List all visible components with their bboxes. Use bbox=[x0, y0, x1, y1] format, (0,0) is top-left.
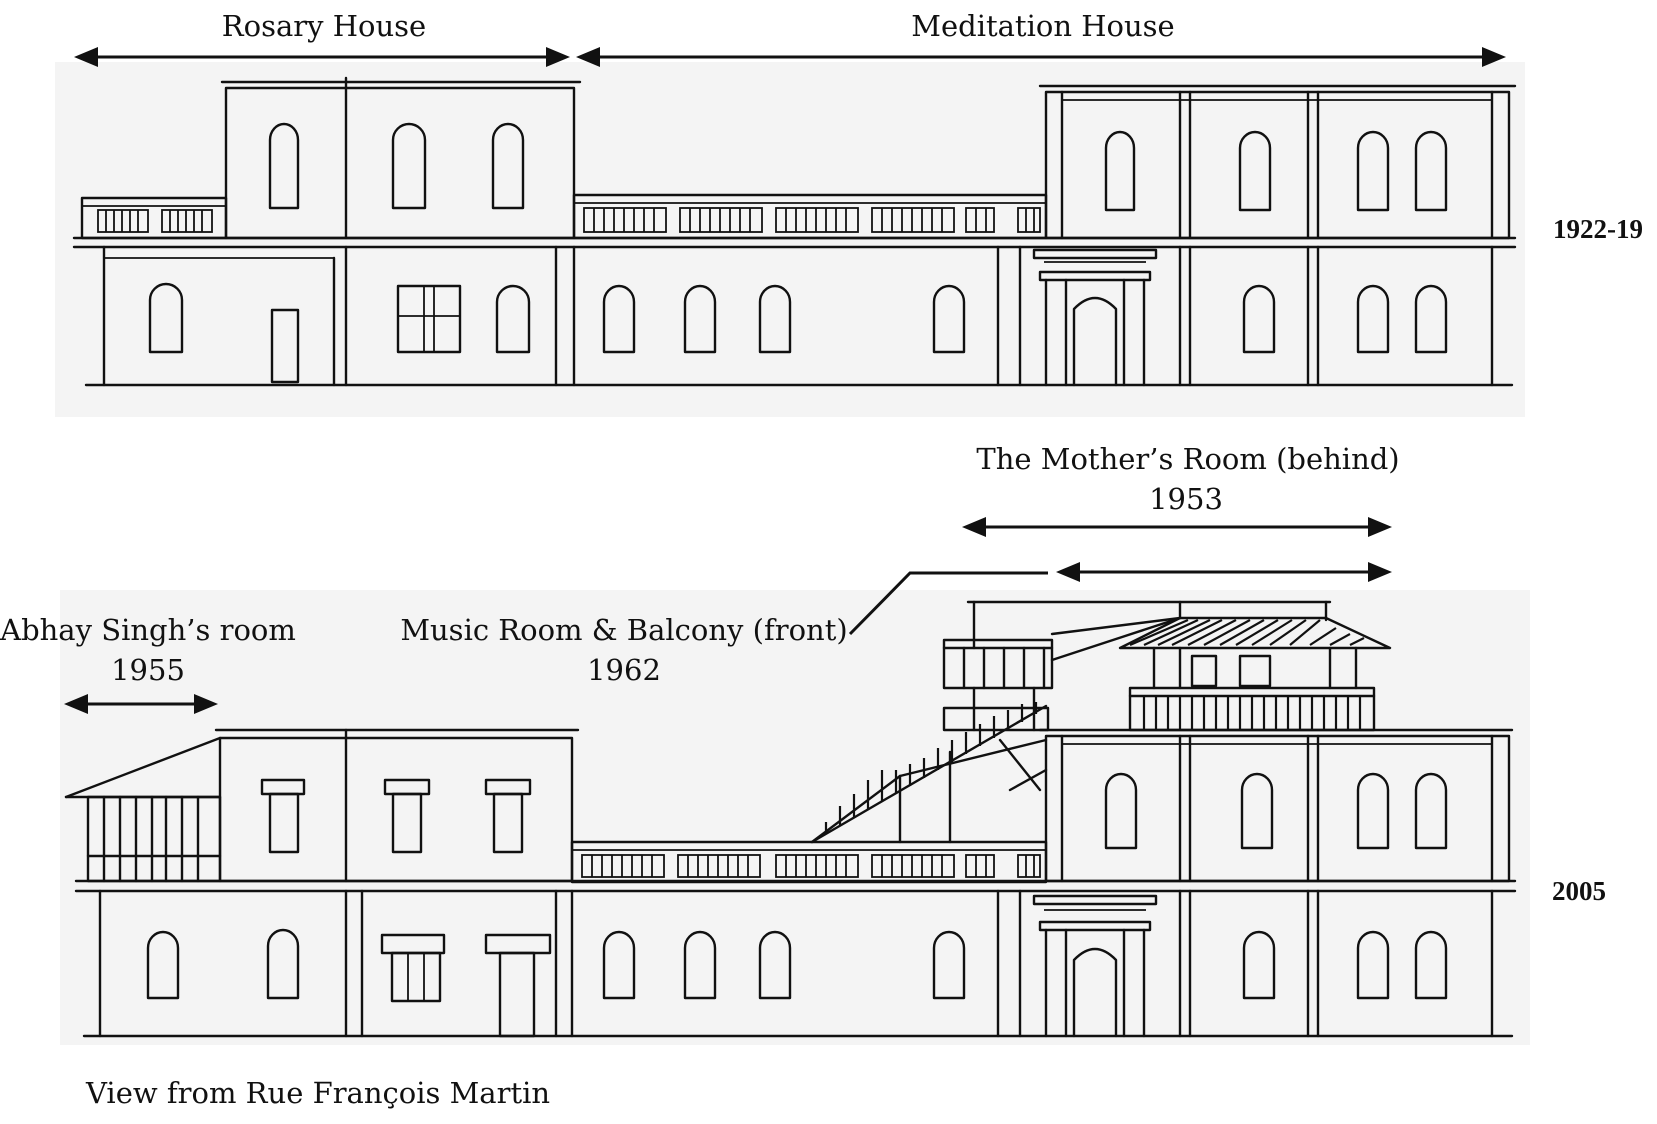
period-label-top: 1922-19 bbox=[1553, 214, 1643, 244]
view-caption: View from Rue François Martin bbox=[85, 1076, 550, 1110]
entrance-gate-2005 bbox=[1032, 894, 1158, 1038]
music-room-year: 1962 bbox=[587, 653, 661, 687]
abhay-singh-span-arrow bbox=[64, 694, 218, 714]
music-room-label: Music Room & Balcony (front) bbox=[400, 613, 847, 647]
music-room-leader-line bbox=[848, 571, 1048, 636]
abhay-singh-room-year: 1955 bbox=[111, 653, 185, 687]
rosary-house-span-arrow bbox=[74, 47, 570, 67]
external-staircase bbox=[810, 702, 1048, 844]
period-label-bottom: 2005 bbox=[1552, 876, 1606, 906]
meditation-house-label: Meditation House bbox=[911, 9, 1174, 43]
elevation-2005 bbox=[60, 590, 1530, 1045]
mothers-room-span-arrow bbox=[962, 517, 1392, 537]
abhay-singh-room-label: Abhay Singh’s room bbox=[0, 613, 296, 647]
mothers-room-rooftop bbox=[942, 600, 1392, 732]
entrance-gate-1922 bbox=[1032, 248, 1158, 387]
elevation-1922 bbox=[55, 62, 1525, 417]
meditation-roof-balustrade-2005 bbox=[570, 840, 1048, 884]
first-floor-cornice-2005 bbox=[74, 879, 1517, 893]
rosary-roof-balustrade bbox=[80, 196, 228, 240]
first-floor-cornice bbox=[72, 236, 1517, 249]
music-room-span-arrow bbox=[1056, 562, 1392, 582]
mothers-room-label: The Mother’s Room (behind) bbox=[976, 442, 1399, 476]
meditation-house-span-arrow bbox=[576, 47, 1506, 67]
ground-floor-2005 bbox=[82, 889, 1514, 1038]
ground-floor-1922 bbox=[84, 245, 1514, 387]
mothers-room-year: 1953 bbox=[1149, 482, 1223, 516]
rosary-house-label: Rosary House bbox=[222, 9, 426, 43]
